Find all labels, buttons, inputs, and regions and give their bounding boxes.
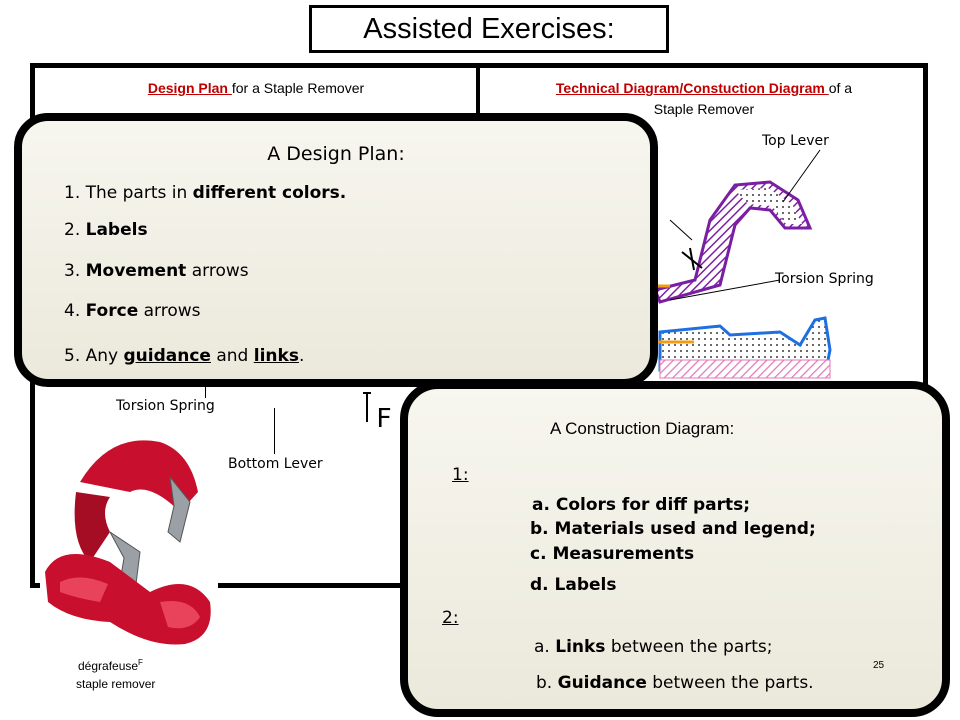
leader-bottom-lever: [274, 408, 275, 454]
top-lever-shape: [652, 180, 813, 304]
construct-b2-suffix: between the parts.: [646, 673, 814, 693]
label-top-lever: Top Lever: [762, 133, 829, 149]
right-panel-heading: Technical Diagram/Constuction Diagram of…: [484, 78, 924, 120]
construct-a1: a. Colors for diff parts;: [532, 495, 751, 515]
design-item-4: 4. Force arrows: [64, 301, 201, 321]
design-plan-card: A Design Plan: 1. The parts in different…: [14, 113, 658, 387]
force-arrow-shaft: [366, 392, 368, 422]
design-item-5: 5. Any guidance and links.: [64, 346, 304, 366]
photo-caption-line2: staple remover: [76, 677, 155, 691]
construct-card-title: A Construction Diagram:: [550, 419, 735, 438]
construct-a2-bold: Links: [555, 637, 606, 657]
left-heading-highlight: Design Plan: [147, 80, 232, 96]
construction-diagram-card: A Construction Diagram: 1: a. Colors for…: [400, 381, 950, 717]
photo-caption-line1: dégrafeuseF: [78, 658, 143, 673]
label-torsion-spring-left: Torsion Spring: [116, 398, 215, 414]
construct-section-1: 1:: [452, 465, 469, 485]
construct-d1: d. Labels: [530, 575, 617, 595]
design-item-5-mid: and: [210, 346, 254, 366]
design-item-1-text: 1. The parts in: [64, 183, 193, 203]
slide-title: Assisted Exercises:: [309, 5, 669, 53]
construct-section-2: 2:: [442, 608, 459, 628]
left-panel-heading: Design Plan for a Staple Remover: [40, 78, 472, 99]
label-bottom-lever: Bottom Lever: [228, 456, 323, 472]
design-item-3-suffix: arrows: [186, 261, 249, 281]
design-item-5-suffix: .: [298, 346, 305, 366]
design-item-4-bold: Force: [85, 301, 139, 321]
top-lever-inner: [735, 188, 802, 224]
construct-b2: b. Guidance between the parts.: [536, 673, 814, 693]
design-item-1: 1. The parts in different colors.: [64, 183, 346, 203]
design-card-title: A Design Plan:: [267, 143, 405, 165]
construct-a2: a. Links between the parts;: [534, 637, 773, 657]
design-item-5-guidance: guidance: [123, 346, 211, 366]
staple-remover-photo: dégrafeuseF staple remover: [40, 422, 218, 700]
construct-c1: c. Measurements: [530, 544, 695, 564]
left-heading-rest: for a Staple Remover: [231, 80, 365, 96]
design-item-3: 3. Movement arrows: [64, 261, 249, 281]
construct-a2-prefix: a.: [534, 637, 556, 657]
construct-b1: b. Materials used and legend;: [530, 519, 816, 539]
right-heading-line2: Staple Remover: [653, 101, 755, 117]
design-item-5-text: 5. Any: [64, 346, 124, 366]
design-item-2-bold: Labels: [85, 220, 148, 240]
design-item-1-bold: different colors.: [192, 183, 347, 203]
force-arrow-head: [363, 392, 371, 394]
design-item-3-text: 3.: [64, 261, 86, 281]
design-item-4-text: 4.: [64, 301, 86, 321]
force-label: F: [376, 404, 392, 434]
slide-title-text: Assisted Exercises:: [363, 12, 615, 45]
design-item-3-bold: Movement: [85, 261, 187, 281]
construct-a2-suffix: between the parts;: [605, 637, 773, 657]
bottom-hatch: [659, 359, 831, 379]
right-heading-rest: of a: [828, 80, 853, 96]
construct-b2-bold: Guidance: [557, 673, 647, 693]
design-item-2: 2. Labels: [64, 220, 148, 240]
construct-b2-prefix: b.: [536, 673, 558, 693]
technical-diagram: [652, 149, 832, 379]
label-torsion-spring-right: Torsion Spring: [775, 271, 874, 287]
leader-torsion-spring-left: [205, 384, 206, 398]
page-number: 25: [873, 660, 885, 671]
design-item-4-suffix: arrows: [138, 301, 201, 321]
design-item-5-links: links: [253, 346, 299, 366]
design-item-2-text: 2.: [64, 220, 86, 240]
right-heading-highlight: Technical Diagram/Constuction Diagram: [555, 80, 829, 96]
